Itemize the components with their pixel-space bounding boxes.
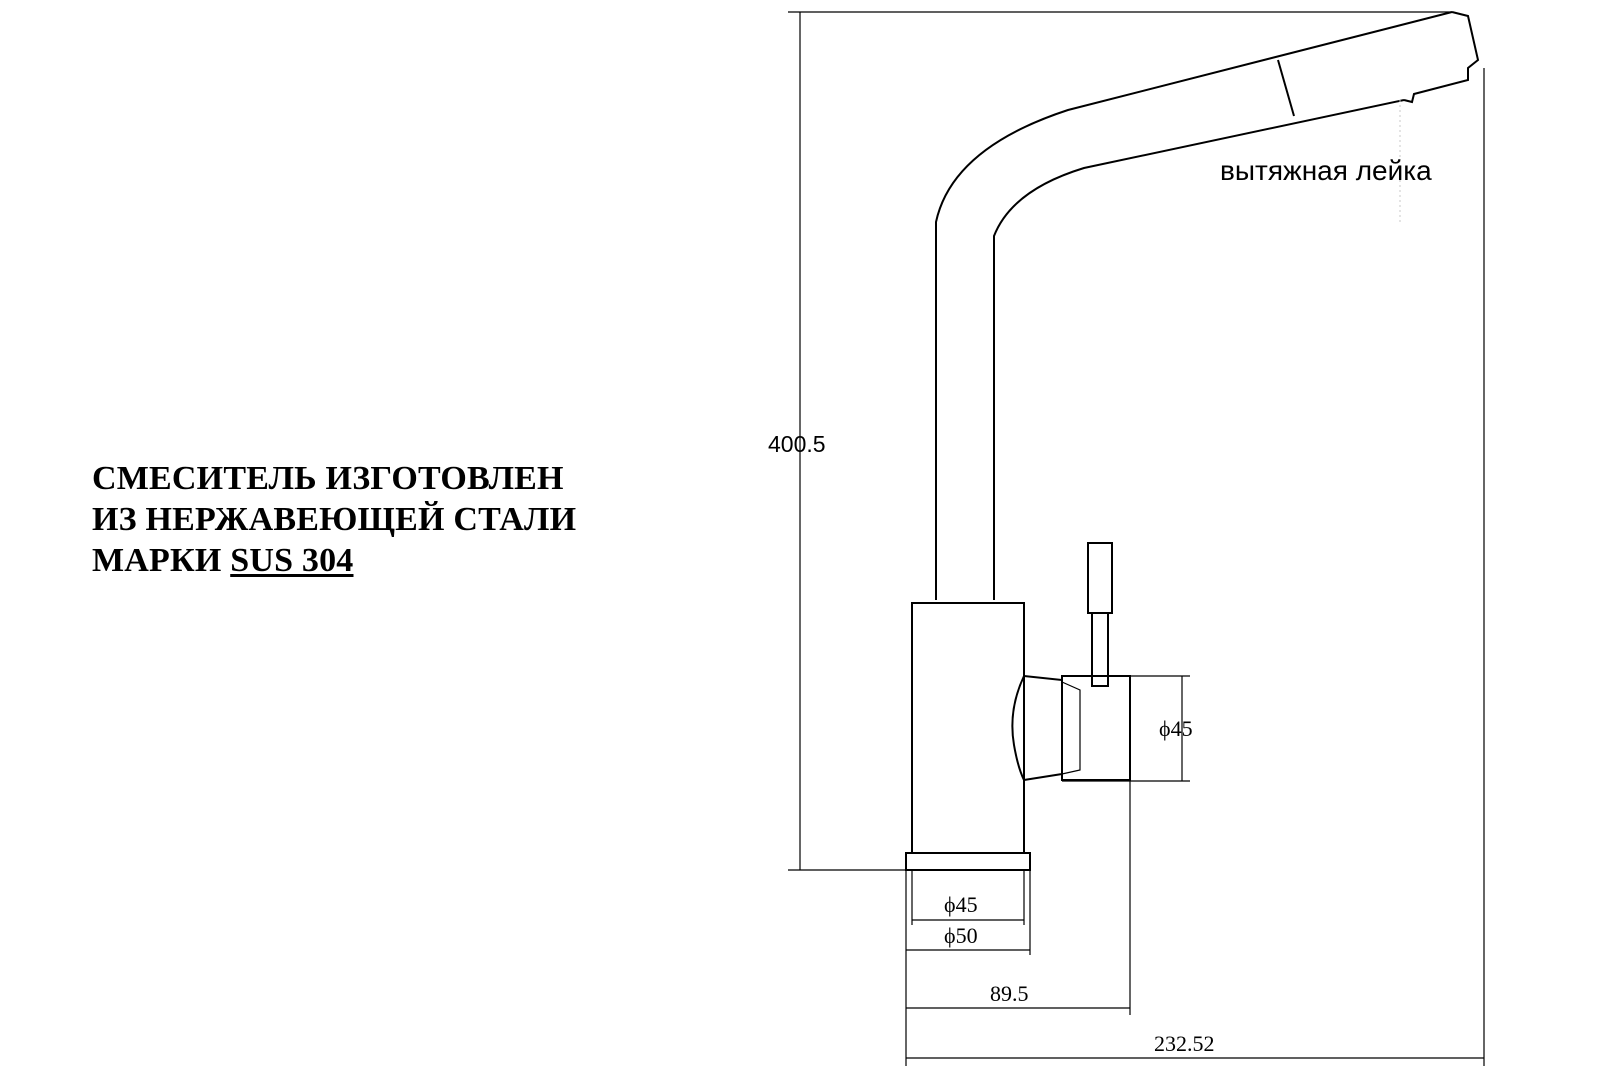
handle-ring <box>1061 681 1081 775</box>
total-reach-dimension: 232.52 <box>906 68 1485 1066</box>
lever-stem <box>1091 613 1109 687</box>
base-outer-diameter-label: ϕ50 <box>944 923 978 948</box>
spray-head-seam <box>1277 59 1295 117</box>
handle-reach-dimension: 89.5 <box>906 781 1131 1015</box>
handle-reach-label: 89.5 <box>990 981 1029 1006</box>
caption-line-3: МАРКИ SUS 304 <box>92 540 576 581</box>
caption-line-1: СМЕСИТЕЛЬ ИЗГОТОВЛЕН <box>92 460 564 497</box>
material-caption: СМЕСИТЕЛЬ ИЗГОТОВЛЕН ИЗ НЕРЖАВЕЮЩЕЙ СТАЛ… <box>92 458 576 581</box>
lever-grip <box>1087 542 1113 614</box>
total-reach-label: 232.52 <box>1154 1031 1215 1056</box>
height-label: 400.5 <box>768 431 826 457</box>
spout-note-label: вытяжная лейка <box>1220 155 1432 186</box>
body-cylinder <box>911 602 1025 854</box>
base-ring <box>905 852 1031 871</box>
spray-head-outline <box>1403 11 1480 104</box>
handle-housing <box>1061 675 1131 781</box>
spout-inner-edge <box>993 99 1405 600</box>
steel-grade: SUS 304 <box>230 542 354 579</box>
handle-cap-curve <box>1011 675 1025 781</box>
caption-line-3-prefix: МАРКИ <box>92 542 231 579</box>
faucet-body <box>905 11 1480 871</box>
height-dimension: 400.5 <box>768 11 1452 871</box>
handle-diameter-dimension: ϕ45 <box>1062 675 1193 782</box>
handle-diameter-label: ϕ45 <box>1159 716 1193 741</box>
handle-cap <box>1023 675 1063 781</box>
caption-line-2: ИЗ НЕРЖАВЕЮЩЕЙ СТАЛИ <box>92 501 577 538</box>
base-diameter-dimensions: ϕ45 ϕ50 <box>905 870 1031 1066</box>
spout-outer-edge <box>935 11 1453 600</box>
base-inner-diameter-label: ϕ45 <box>944 892 978 917</box>
